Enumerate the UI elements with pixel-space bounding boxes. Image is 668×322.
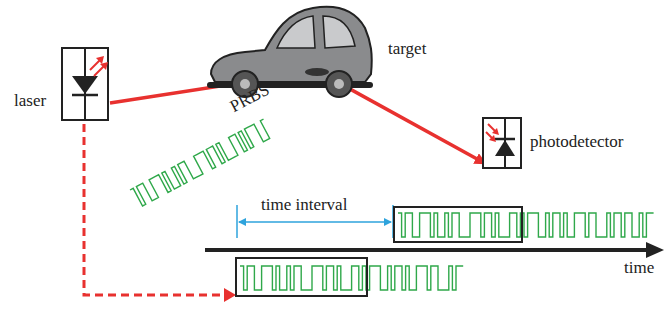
- square-wave: [240, 266, 463, 290]
- prbs-received: [398, 213, 654, 237]
- time-axis: [205, 248, 650, 252]
- node-label: target: [388, 40, 426, 59]
- node-label: laser: [14, 92, 46, 111]
- beam-arrow: [318, 71, 485, 163]
- prbs-reference: [240, 266, 463, 290]
- square-wave: [398, 213, 654, 237]
- node-label: photodetector: [530, 133, 623, 152]
- laser-source: laser: [14, 40, 110, 124]
- photodetector-box: photodetector: [480, 110, 640, 172]
- square-wave: [130, 119, 273, 208]
- node-icon: [14, 40, 110, 124]
- node-icon: [205, 2, 377, 98]
- time-axis-head: [646, 242, 664, 258]
- correlation-window: [394, 207, 522, 242]
- interval-tick: [236, 205, 238, 238]
- node-icon: [480, 110, 524, 172]
- interval-label: time interval: [258, 196, 350, 215]
- correlation-window: [236, 258, 367, 296]
- reference-head: [224, 288, 236, 302]
- prbs-transmitted: [130, 119, 273, 208]
- interval-arrow: [239, 221, 391, 223]
- axis-label: time: [624, 259, 654, 278]
- target-car: target: [205, 2, 430, 98]
